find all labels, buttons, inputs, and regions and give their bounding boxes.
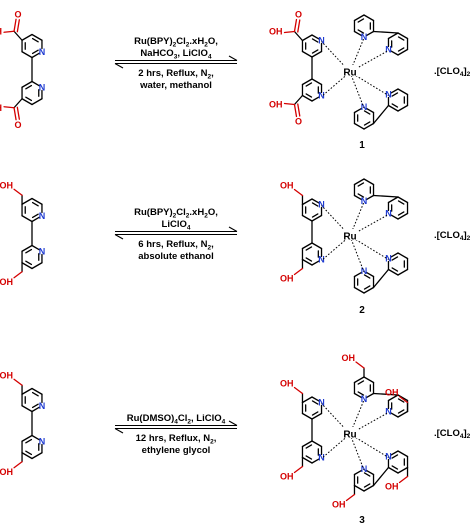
complex-nitrogen: N xyxy=(385,209,392,219)
carbonyl-oxygen: O xyxy=(15,9,22,19)
condition-above: Ru(DMSO)4Cl2, LiClO4 xyxy=(127,413,226,426)
complex-nitrogen: N xyxy=(361,394,368,404)
condition-below: ethylene glycol xyxy=(142,445,211,456)
compound-number: 1 xyxy=(359,140,365,151)
ligand-nitrogen-top: N xyxy=(39,211,46,221)
hydroxyl-group: OH xyxy=(269,27,283,37)
hydroxyl-group: OH xyxy=(0,103,2,113)
complex-nitrogen: N xyxy=(385,90,392,100)
counter-ion: .[CLO4]2 xyxy=(434,230,471,242)
reaction-arrow-2: Ru(BPY)2Cl2.xH2O,LiClO4 6 hrs, Reflux, N2… xyxy=(114,207,238,262)
hydroxyl-group: OH xyxy=(385,482,399,492)
ligand-nitrogen-bottom: N xyxy=(39,82,46,92)
hydroxyl-group: OH xyxy=(0,26,2,36)
hydroxyl-group: OH xyxy=(0,467,13,477)
complex-nitrogen: N xyxy=(318,200,325,210)
hydroxyl-group: OH xyxy=(332,500,346,510)
complex-nitrogen: N xyxy=(318,398,325,408)
hydroxyl-group: OH xyxy=(269,100,283,110)
hydroxyl-group: OH xyxy=(0,277,13,287)
complex-nitrogen: N xyxy=(318,91,325,101)
ruthenium-atom: Ru xyxy=(343,430,356,441)
hydroxyl-group: OH xyxy=(0,370,13,380)
complex-nitrogen: N xyxy=(361,32,368,42)
starting-ligand-1: N N O OH O OH xyxy=(0,9,45,130)
hydroxyl-group: OH xyxy=(280,181,294,191)
hydroxyl-group: OH xyxy=(280,472,294,482)
reaction-arrow-3: Ru(DMSO)4Cl2, LiClO4 12 hrs, Reflux, N2,e… xyxy=(114,413,238,456)
ligand-nitrogen-top: N xyxy=(39,401,46,411)
condition-above: NaHCO3, LiClO4 xyxy=(140,48,212,61)
ligand-nitrogen-top: N xyxy=(39,47,46,57)
carbonyl-oxygen: O xyxy=(295,117,302,127)
starting-ligand-2: N N OH OH xyxy=(0,180,45,287)
hydroxyl-group: OH xyxy=(342,353,356,363)
complex-nitrogen: N xyxy=(361,196,368,206)
condition-below: 12 hrs, Reflux, N2, xyxy=(136,433,217,446)
starting-ligand-3: N N OH OH xyxy=(0,370,45,477)
carbonyl-oxygen: O xyxy=(295,10,302,20)
condition-above: Ru(BPY)2Cl2.xH2O, xyxy=(134,36,218,49)
ruthenium-atom: Ru xyxy=(343,68,356,79)
condition-below: 6 hrs, Reflux, N2, xyxy=(138,239,213,252)
condition-above: LiClO4 xyxy=(162,219,191,232)
complex-nitrogen: N xyxy=(318,36,325,46)
hydroxyl-group: OH xyxy=(385,388,399,398)
complex-nitrogen: N xyxy=(318,453,325,463)
counter-ion: .[CLO4]2 xyxy=(434,428,471,440)
complex-nitrogen: N xyxy=(385,407,392,417)
compound-number: 3 xyxy=(359,515,365,526)
ligand-nitrogen-bottom: N xyxy=(39,246,46,256)
ruthenium-atom: Ru xyxy=(343,232,356,243)
reaction-arrow-1: Ru(BPY)2Cl2.xH2O,NaHCO3, LiClO4 2 hrs, Re… xyxy=(114,36,238,91)
complex-nitrogen: N xyxy=(318,255,325,265)
condition-below: 2 hrs, Reflux, N2, xyxy=(138,68,213,81)
ligand-nitrogen-bottom: N xyxy=(39,436,46,446)
counter-ion: .[CLO4]2 xyxy=(434,66,471,78)
complex-nitrogen: N xyxy=(385,45,392,55)
hydroxyl-group: OH xyxy=(280,379,294,389)
hydroxyl-group: OH xyxy=(280,274,294,284)
complex-nitrogen: N xyxy=(385,254,392,264)
condition-above: Ru(BPY)2Cl2.xH2O, xyxy=(134,207,218,220)
condition-below: absolute ethanol xyxy=(138,251,213,262)
carbonyl-oxygen: O xyxy=(15,120,22,130)
complex-nitrogen: N xyxy=(385,452,392,462)
condition-below: water, methanol xyxy=(139,80,212,91)
compound-number: 2 xyxy=(359,305,365,316)
hydroxyl-group: OH xyxy=(0,180,13,190)
